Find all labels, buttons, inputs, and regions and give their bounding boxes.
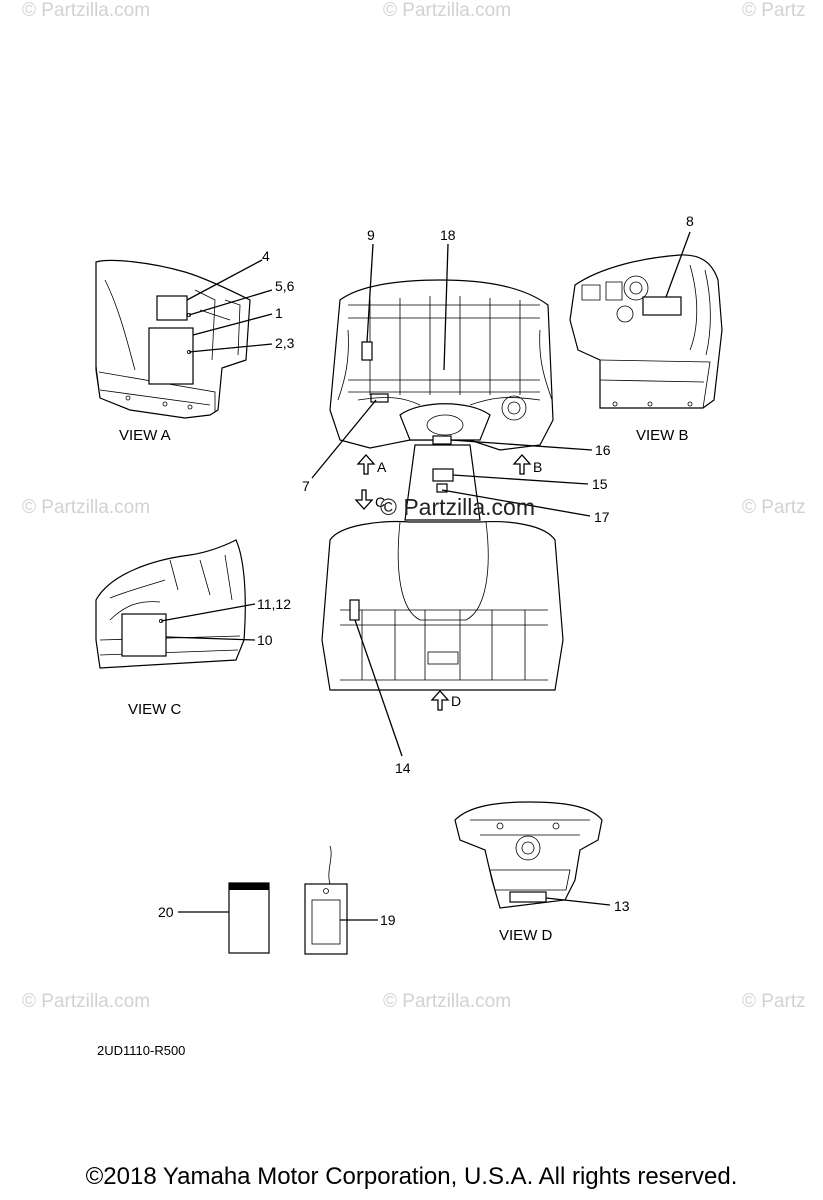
callout-14: 14 (395, 760, 411, 776)
callout-10: 10 (257, 632, 273, 648)
view-d-label: VIEW D (499, 927, 553, 944)
callout-20: 20 (158, 904, 174, 920)
view-b-label: VIEW B (636, 427, 689, 444)
label-17 (436, 483, 448, 493)
label-14 (349, 599, 360, 621)
view-d-drawing (454, 801, 611, 909)
watermark-top-right: © Partz (742, 0, 806, 21)
callout-19: 19 (380, 912, 396, 928)
callout-17: 17 (594, 509, 610, 525)
atv-top-view (311, 243, 593, 757)
callout-15: 15 (592, 476, 608, 492)
view-b-drawing (569, 231, 723, 409)
label-13 (509, 891, 547, 903)
callout-9: 9 (367, 227, 375, 243)
watermark-mid-right: © Partz (742, 497, 806, 518)
label-8 (642, 296, 682, 316)
svg-text:B: B (533, 459, 542, 475)
svg-text:D: D (451, 693, 461, 709)
label-16 (432, 435, 452, 445)
callout-16: 16 (595, 442, 611, 458)
copyright-notice: ©2018 Yamaha Motor Corporation, U.S.A. A… (85, 1163, 738, 1190)
item-20-manual (178, 882, 270, 954)
watermark-bottom-center: © Partzilla.com (383, 991, 511, 1012)
view-a-label: VIEW A (119, 427, 171, 444)
arrow-c: C (354, 489, 385, 510)
watermark-bottom-right: © Partz (742, 991, 806, 1012)
view-c-label: VIEW C (128, 701, 182, 718)
watermark-mid-left: © Partzilla.com (22, 497, 150, 518)
watermark-top-left: © Partzilla.com (22, 0, 150, 21)
label-10 (121, 613, 167, 657)
item-19-tag (304, 845, 378, 955)
callout-4: 4 (262, 248, 270, 264)
callout-8: 8 (686, 213, 694, 229)
diagram-code: 2UD1110-R500 (97, 1043, 185, 1058)
callout-7: 7 (302, 478, 310, 494)
arrow-d: D (430, 690, 461, 711)
arrow-a: A (356, 454, 387, 475)
watermark-top-center: © Partzilla.com (383, 0, 511, 21)
arrow-b: B (512, 454, 542, 475)
callout-2-3: 2,3 (275, 335, 295, 351)
view-a-drawing (95, 259, 273, 419)
view-c-drawing (95, 539, 256, 669)
callout-1: 1 (275, 305, 283, 321)
label-15 (432, 468, 454, 482)
watermark-bottom-left: © Partzilla.com (22, 991, 150, 1012)
label-4 (156, 295, 188, 321)
callout-18: 18 (440, 227, 456, 243)
label-1 (148, 327, 194, 385)
callout-13: 13 (614, 898, 630, 914)
svg-text:A: A (377, 459, 387, 475)
svg-text:C: C (375, 494, 385, 510)
callout-5-6: 5,6 (275, 278, 295, 294)
center-watermark: © Partzilla.com (380, 494, 535, 520)
callout-11-12: 11,12 (257, 596, 291, 612)
label-9 (361, 341, 373, 361)
